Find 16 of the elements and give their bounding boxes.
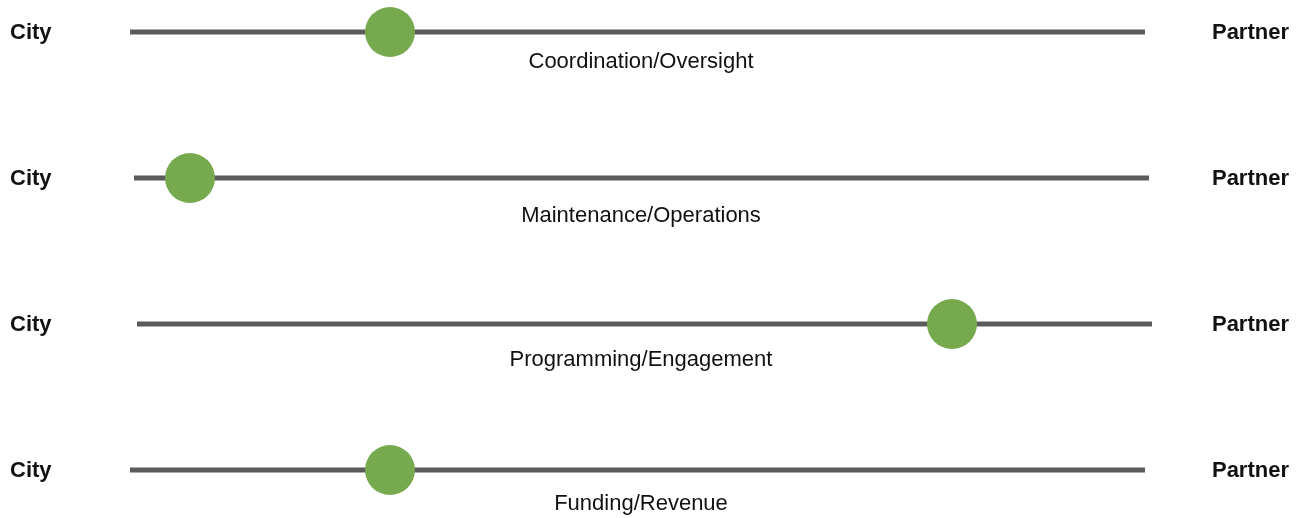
scale-caption: Maintenance/Operations bbox=[521, 202, 761, 228]
scale-end-label: City bbox=[10, 19, 52, 45]
marker-dot bbox=[365, 445, 415, 495]
scale-caption: Programming/Engagement bbox=[509, 346, 773, 372]
scale-end-label: City bbox=[10, 311, 52, 337]
scale-end-label: Partner bbox=[1211, 311, 1289, 337]
marker-dot bbox=[365, 7, 415, 57]
scale-end-label: City bbox=[10, 165, 52, 191]
marker-dot bbox=[165, 153, 215, 203]
scale-end-label: Partner bbox=[1211, 457, 1289, 483]
scale-caption: Coordination/Oversight bbox=[528, 48, 754, 74]
marker-dot bbox=[927, 299, 977, 349]
scale-end-label: Partner bbox=[1211, 165, 1289, 191]
scale-end-label: City bbox=[10, 457, 52, 483]
scale-caption: Funding/Revenue bbox=[554, 490, 728, 516]
scale-end-label: Partner bbox=[1211, 19, 1289, 45]
